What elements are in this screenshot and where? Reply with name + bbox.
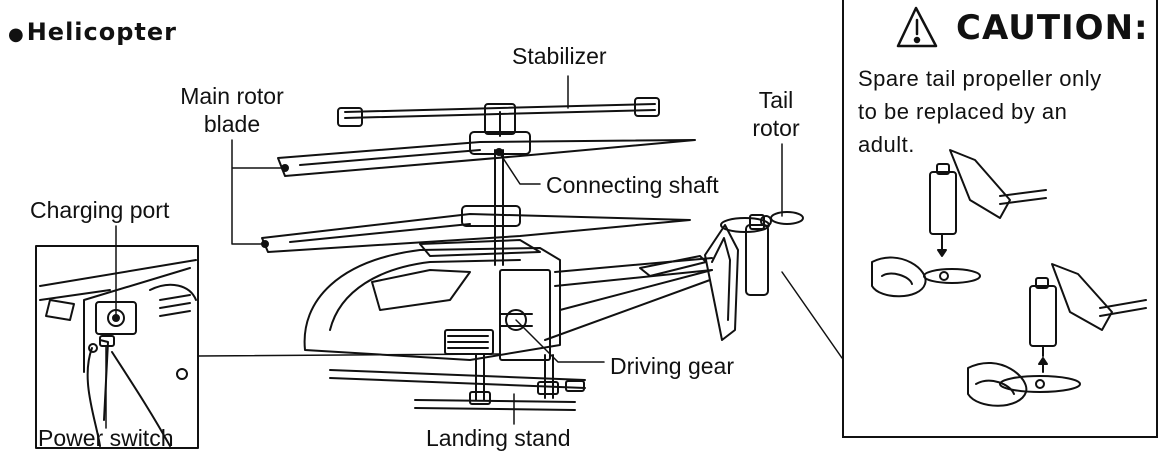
label-tail-rotor: Tail rotor <box>740 86 812 142</box>
label-main-rotor-blade: Main rotor blade <box>162 82 302 138</box>
upper-rotor-blade <box>277 131 696 177</box>
label-connecting-shaft: Connecting shaft <box>546 172 719 198</box>
caution-illustration-top <box>871 149 1047 298</box>
detail-inset <box>35 245 199 449</box>
fuselage <box>303 239 561 361</box>
label-driving-gear: Driving gear <box>610 353 734 379</box>
rotor-shaft <box>494 148 504 266</box>
caution-line-3: adult. <box>858 132 915 157</box>
caution-title: CAUTION: <box>956 8 1149 48</box>
label-tail-rotor-line1: Tail <box>758 87 794 113</box>
caution-text: Spare tail propeller only to be replaced… <box>858 62 1148 161</box>
heading-title: Helicopter <box>26 18 178 46</box>
label-landing-stand: Landing stand <box>426 425 571 451</box>
stabilizer-bar <box>337 97 660 137</box>
caution-box <box>842 0 1158 438</box>
label-power-switch: Power switch <box>38 425 174 451</box>
label-main-rotor-line1: Main rotor <box>180 83 284 109</box>
caution-line-2: to be replaced by an <box>858 99 1068 124</box>
tail-fin <box>704 211 804 341</box>
label-main-rotor-line2: blade <box>203 111 261 137</box>
warning-triangle-icon <box>896 6 938 48</box>
label-tail-rotor-line2: rotor <box>752 115 800 141</box>
caution-illustration-bottom <box>967 263 1147 407</box>
lower-rotor-blade <box>261 205 691 253</box>
leader-lines <box>105 75 843 429</box>
landing-skids <box>329 354 586 411</box>
label-stabilizer: Stabilizer <box>512 43 607 69</box>
caution-line-1: Spare tail propeller only <box>858 66 1102 91</box>
section-heading: ●Helicopter <box>8 18 177 46</box>
label-charging-port: Charging port <box>30 197 170 223</box>
heading-bullet: ● <box>8 24 25 45</box>
tail-boom <box>544 255 713 341</box>
